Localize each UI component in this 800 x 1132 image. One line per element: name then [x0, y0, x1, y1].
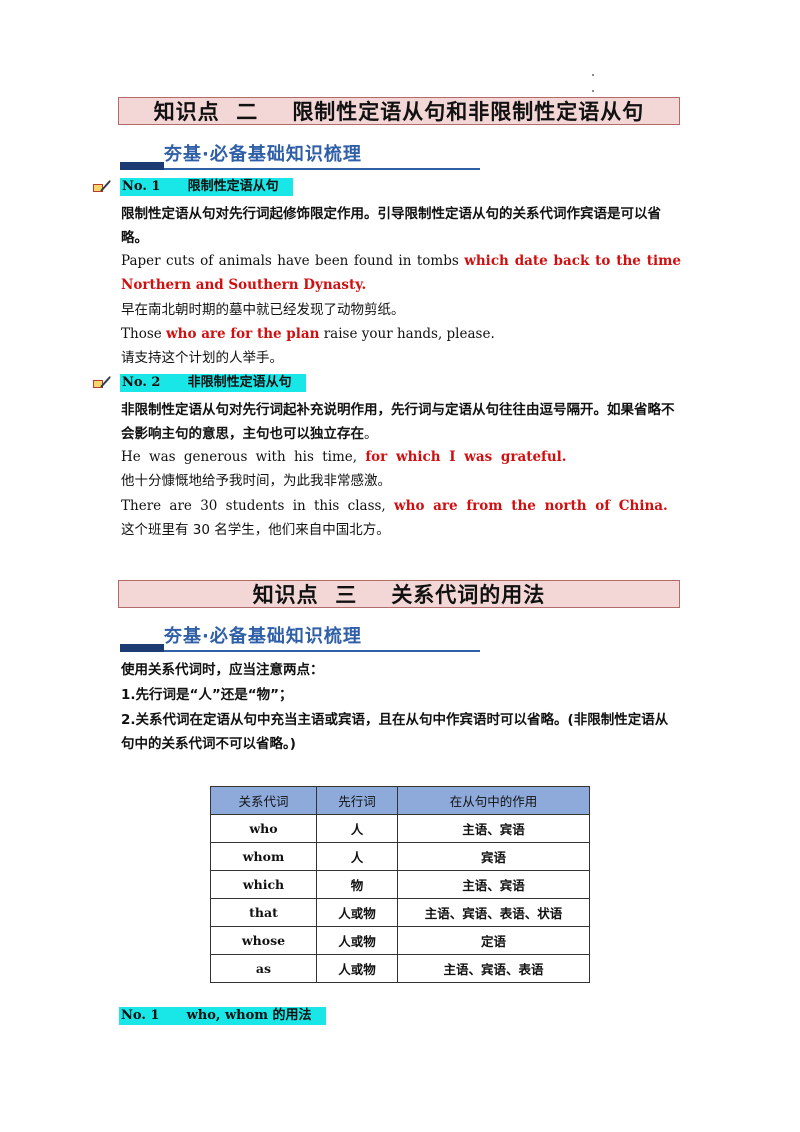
subsection-label: No. 1 限制性定语从句	[120, 178, 293, 196]
example-highlight: which date back to the time of the	[464, 253, 681, 269]
subsection-no1: No. 1 限制性定语从句	[92, 178, 293, 196]
banner-title: 夯基·必备基础知识梳理	[164, 144, 362, 165]
example-3-translation: 他十分慷慨地给予我时间，为此我非常感激。	[121, 473, 391, 489]
table-row: that 人或物 主语、宾语、表语、状语	[210, 898, 590, 927]
book-pencil-icon	[92, 179, 112, 195]
table-row: which 物 主语、宾语	[210, 870, 590, 899]
table-header: 在从句中的作用	[397, 786, 590, 815]
example-3: He was generous with his time, for which…	[121, 449, 567, 465]
knowledge-banner: 夯基·必备基础知识梳理	[120, 140, 480, 170]
table-header: 先行词	[316, 786, 398, 815]
usage-point-1: 1.先行词是“人”还是“物”；	[121, 687, 293, 703]
subsection-label: No. 1 who, whom 的用法	[119, 1007, 326, 1025]
example-highlight: who are from the north of China.	[394, 498, 668, 514]
table-cell: 主语、宾语、表语	[397, 954, 590, 983]
example-4: There are 30 students in this class, who…	[121, 498, 668, 514]
table-cell: which	[210, 870, 317, 899]
table-cell: 人或物	[316, 954, 398, 983]
relative-pronoun-table: 关系代词 先行词 在从句中的作用 who 人 主语、宾语 whom 人 宾语 w…	[210, 786, 590, 983]
table-cell: that	[210, 898, 317, 927]
table-cell: as	[210, 954, 317, 983]
section-header-title: 限制性定语从句和非限制性定语从句	[292, 100, 645, 124]
table-cell: 主语、宾语	[397, 870, 590, 899]
example-4-translation: 这个班里有 30 名学生，他们来自中国北方。	[121, 522, 390, 538]
page-dot	[592, 74, 594, 76]
table-header: 关系代词	[210, 786, 317, 815]
example-highlight: who are for the plan	[166, 326, 320, 342]
example-2: Those who are for the plan raise your ha…	[121, 326, 495, 342]
section-header-prefix: 知识点 三	[252, 583, 358, 607]
book-pencil-icon	[92, 375, 112, 391]
example-highlight: for which I was grateful.	[365, 449, 567, 465]
example-1-cont: Northern and Southern Dynasty.	[121, 277, 367, 293]
table-cell: whose	[210, 926, 317, 955]
section-header-3: 知识点 三 关系代词的用法	[118, 580, 680, 608]
table-cell: 主语、宾语	[397, 814, 590, 843]
table-row: whom 人 宾语	[210, 842, 590, 871]
table-cell: 物	[316, 870, 398, 899]
table-cell: 主语、宾语、表语、状语	[397, 898, 590, 927]
table-cell: who	[210, 814, 317, 843]
table-cell: 宾语	[397, 842, 590, 871]
section-header-prefix: 知识点 二	[153, 100, 259, 124]
subsection-label: No. 2 非限制性定语从句	[120, 374, 306, 392]
usage-intro: 使用关系代词时，应当注意两点：	[121, 662, 324, 678]
rule-restrictive: 限制性定语从句对先行词起修饰限定作用。引导限制性定语从句的关系代词作宾语是可以省…	[121, 206, 661, 246]
usage-point-2: 2.关系代词在定语从句中充当主语或宾语，且在从句中作宾语时可以省略。(非限制性定…	[121, 712, 669, 752]
table-cell: 定语	[397, 926, 590, 955]
table-cell: 人或物	[316, 926, 398, 955]
table-row: as 人或物 主语、宾语、表语	[210, 954, 590, 983]
subsection-no2: No. 2 非限制性定语从句	[92, 374, 306, 392]
subsection-who-whom: No. 1 who, whom 的用法	[119, 1007, 326, 1025]
banner-title: 夯基·必备基础知识梳理	[164, 626, 362, 647]
table-cell: 人或物	[316, 898, 398, 927]
table-row: whose 人或物 定语	[210, 926, 590, 955]
knowledge-banner: 夯基·必备基础知识梳理	[120, 622, 480, 652]
table-header-row: 关系代词 先行词 在从句中的作用	[210, 786, 590, 815]
page-dot	[592, 90, 594, 92]
rule-nonrestrictive: 非限制性定语从句对先行词起补充说明作用，先行词与定语从句往往由逗号隔开。如果省略…	[121, 402, 675, 442]
section-header-2: 知识点 二 限制性定语从句和非限制性定语从句	[118, 97, 680, 125]
section-header-title: 关系代词的用法	[391, 583, 546, 607]
example-1: Paper cuts of animals have been found in…	[121, 249, 681, 273]
table-cell: 人	[316, 814, 398, 843]
example-1-translation: 早在南北朝时期的墓中就已经发现了动物剪纸。	[121, 302, 405, 318]
table-row: who 人 主语、宾语	[210, 814, 590, 843]
table-cell: whom	[210, 842, 317, 871]
example-2-translation: 请支持这个计划的人举手。	[121, 350, 283, 366]
table-cell: 人	[316, 842, 398, 871]
